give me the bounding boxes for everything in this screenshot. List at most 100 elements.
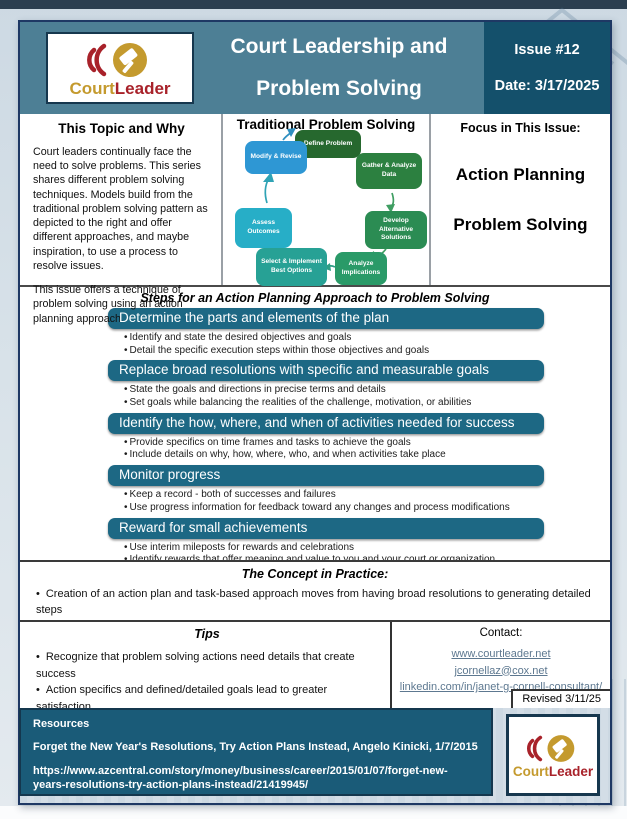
- contact-heading: Contact:: [479, 627, 523, 639]
- step-bullet: •Set goals while balancing the realities…: [124, 397, 600, 410]
- topic-heading: This Topic and Why: [58, 121, 185, 136]
- issue-date: Date: 3/17/2025: [494, 78, 600, 94]
- logo-leader-text: Leader: [114, 78, 171, 98]
- revised-date-box: Revised 3/11/25: [511, 689, 610, 708]
- contact-link-email[interactable]: jcornellaz@cox.net: [454, 664, 548, 677]
- step-bullet-text: Use interim mileposts for rewards and ce…: [129, 541, 355, 553]
- courtleader-logo-footer: CourtLeader: [506, 714, 600, 796]
- step-title-bar-2: Replace broad resolutions with specific …: [108, 360, 544, 382]
- bullet-icon: •: [124, 541, 128, 553]
- focus-column: Focus in This Issue: Action Planning Pro…: [431, 114, 610, 285]
- footer-row: Resources Forget the New Year's Resoluti…: [19, 708, 610, 803]
- intro-columns: This Topic and Why Court leaders continu…: [20, 114, 610, 325]
- logo-wordmark: CourtLeader: [69, 80, 170, 97]
- header-band: CourtLeader Court Leadership and Problem…: [20, 22, 610, 114]
- flowchart-column: Traditional Problem Solving De: [223, 114, 431, 286]
- tips-bullet-text: Recognize that problem solving actions n…: [36, 651, 355, 680]
- bullet-icon: •: [124, 332, 128, 343]
- newsletter-page: CourtLeader Court Leadership and Problem…: [18, 20, 612, 805]
- focus-line-2: Problem Solving: [453, 215, 588, 234]
- bullet-icon: •: [124, 397, 128, 409]
- gavel-icon: [527, 734, 575, 762]
- step-bullet-text: Identify rewards that offer meaning and …: [129, 554, 496, 562]
- step-title-bar-3: Identify the how, where, and when of act…: [108, 412, 544, 434]
- gavel-icon: [87, 42, 147, 77]
- resources-url: https://www.azcentral.com/story/money/bu…: [33, 764, 448, 791]
- resources-box: Resources Forget the New Year's Resoluti…: [19, 708, 493, 796]
- step-bullet: •Include details on why, how, where, who…: [124, 449, 600, 462]
- step-bullet: •Provide specifics on time frames and ta…: [124, 437, 600, 450]
- tips-heading: Tips: [194, 627, 220, 641]
- step-bullet-text: Provide specifics on time frames and tas…: [129, 436, 411, 448]
- step-title-bar-4: Monitor progress: [108, 465, 544, 487]
- bullet-icon: •: [124, 554, 128, 562]
- flowchart-heading: Traditional Problem Solving: [236, 117, 416, 132]
- focus-line-1: Action Planning: [455, 165, 586, 184]
- flow-node-select-implement-best-options: Select & Implement Best Options: [256, 248, 327, 286]
- bullet-icon: •: [124, 449, 128, 461]
- bullet-icon: •: [124, 501, 128, 513]
- step-bullet: •Keep a record - both of successes and f…: [124, 489, 600, 502]
- step-title-bar-1: Determine the parts and elements of the …: [108, 308, 544, 329]
- step-bullet: •State the goals and directions in preci…: [124, 384, 600, 397]
- topic-paragraph-2: This issue offers a technique of problem…: [33, 284, 183, 325]
- step-item: Replace broad resolutions with specific …: [20, 360, 610, 409]
- step-item: Monitor progress •Keep a record - both o…: [20, 465, 610, 514]
- flow-node-analyze-implications: Analyze Implications: [335, 252, 387, 285]
- title-line-2: Problem Solving: [256, 77, 422, 100]
- courtleader-logo: CourtLeader: [46, 32, 194, 104]
- concept-bullet: •Creation of an action plan and task-bas…: [36, 587, 600, 619]
- step-title-bar-5: Reward for small achievements: [108, 517, 544, 539]
- issue-number: Issue #12: [514, 42, 580, 58]
- concept-bullet-text: Action planning includes a measuring pra…: [36, 620, 558, 621]
- tips-contact-row: Tips •Recognize that problem solving act…: [20, 622, 610, 746]
- steps-section: Steps for an Action Planning Approach to…: [20, 287, 610, 562]
- concept-bullet-text: Creation of an action plan and task-base…: [36, 588, 591, 616]
- resources-article: Forget the New Year's Resolutions, Try A…: [33, 741, 478, 754]
- bullet-icon: •: [124, 489, 128, 501]
- page-title: Court Leadership and Problem Solving: [194, 26, 484, 110]
- issue-date-box: Issue #12 Date: 3/17/2025: [484, 22, 610, 114]
- steps-heading: Steps for an Action Planning Approach to…: [140, 291, 490, 305]
- contact-link-website[interactable]: www.courtleader.net: [451, 648, 551, 660]
- focus-heading: Focus in This Issue:: [460, 121, 581, 135]
- step-bullet: •Identify and state the desired objectiv…: [124, 332, 600, 345]
- step-bullet-text: Identify and state the desired objective…: [129, 332, 352, 343]
- step-bullet: •Identify rewards that offer meaning and…: [124, 554, 600, 562]
- concept-bullet: •Action planning includes a measuring pr…: [36, 619, 600, 621]
- flow-node-modify-revise: Modify & Revise: [245, 141, 307, 174]
- bullet-icon: •: [36, 620, 40, 621]
- step-item: Identify the how, where, and when of act…: [20, 412, 610, 462]
- top-border-strip: [0, 0, 627, 9]
- step-bullet-text: Use progress information for feedback to…: [129, 501, 510, 513]
- logo-court-text: Court: [512, 763, 549, 779]
- step-bullet-text: Set goals while balancing the realities …: [129, 397, 472, 409]
- concept-heading: The Concept in Practice:: [241, 567, 389, 581]
- step-item: Determine the parts and elements of the …: [20, 308, 610, 357]
- logo-court-text: Court: [69, 78, 115, 98]
- resources-heading: Resources: [33, 718, 90, 730]
- step-bullet: •Detail the specific execution steps wit…: [124, 345, 600, 358]
- title-line-1: Court Leadership and: [230, 35, 448, 58]
- step-item: Reward for small achievements •Use inter…: [20, 517, 610, 562]
- logo-leader-text: Leader: [548, 763, 594, 779]
- bullet-icon: •: [36, 651, 40, 663]
- step-bullet-text: Detail the specific execution steps with…: [129, 344, 430, 356]
- bottom-margin: [0, 806, 627, 819]
- bullet-icon: •: [124, 384, 128, 396]
- tips-section: Tips •Recognize that problem solving act…: [20, 622, 392, 746]
- flow-node-gather-analyze-data: Gather & Analyze Data: [356, 153, 422, 189]
- topic-paragraph-1: Court leaders continually face the need …: [33, 146, 208, 272]
- tips-bullet: •Recognize that problem solving actions …: [36, 649, 384, 682]
- bullet-icon: •: [124, 344, 128, 356]
- concept-section: The Concept in Practice: •Creation of an…: [20, 562, 610, 622]
- step-bullet-text: Include details on why, how, where, who,…: [129, 449, 446, 461]
- flow-node-assess-outcomes: Assess Outcomes: [235, 208, 292, 248]
- bullet-icon: •: [124, 436, 128, 448]
- bullet-icon: •: [36, 684, 40, 696]
- step-bullet: •Use progress information for feedback t…: [124, 502, 600, 515]
- bullet-icon: •: [36, 588, 40, 600]
- flow-node-develop-alternative-solutions: Develop Alternative Solutions: [365, 211, 427, 249]
- topic-column: This Topic and Why Court leaders continu…: [20, 114, 223, 325]
- step-bullet: •Use interim mileposts for rewards and c…: [124, 542, 600, 555]
